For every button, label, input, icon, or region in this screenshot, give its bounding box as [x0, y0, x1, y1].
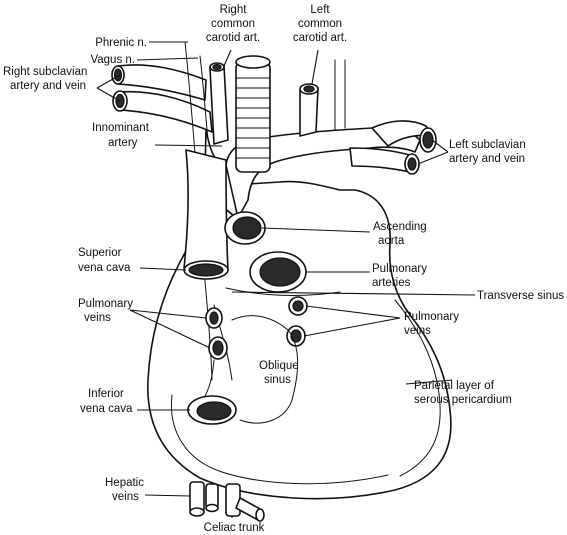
- superior-vena-cava-lumen: [188, 263, 224, 277]
- pulmonary-vein-right-upper-lumen: [292, 300, 304, 312]
- label-right-carotid-3: carotid art.: [206, 32, 260, 44]
- pericardium-right-fold: [394, 299, 441, 477]
- pulmonary-vein-left-lower-lumen: [212, 340, 224, 356]
- left-common-carotid-vessel: [299, 87, 319, 137]
- label-vagus: Vagus n.: [90, 54, 135, 66]
- label-pulm-veins-right-1: Pulmonary: [404, 311, 459, 323]
- leader-pulm-veins-right: [303, 305, 401, 337]
- pulmonary-vein-left-upper-lumen: [209, 311, 219, 325]
- label-ascending-aorta-2: aorta: [378, 235, 405, 247]
- leader-left-carotid: [311, 49, 319, 85]
- label-innominant-2: artery: [108, 137, 138, 149]
- leader-svc: [139, 267, 187, 271]
- label-left-carotid-1: Left: [310, 4, 330, 16]
- label-pulmonary-arteries-2: arteries: [372, 277, 411, 289]
- label-svc-1: Superior: [78, 247, 122, 259]
- label-oblique-sinus-1: Oblique: [259, 360, 299, 372]
- leader-left-subclavian: [417, 139, 449, 165]
- right-common-carotid-lumen: [212, 63, 222, 71]
- leader-right-carotid: [223, 49, 232, 67]
- left-subclavian-vein: [349, 147, 413, 173]
- vagus-nerve: [199, 55, 209, 141]
- leader-pulm-veins-left: [129, 309, 211, 349]
- leader-ascending-aorta: [261, 227, 371, 233]
- label-oblique-sinus-2: sinus: [264, 374, 291, 386]
- ascending-aorta-lumen: [232, 216, 262, 240]
- hepatic-veins: [189, 481, 219, 517]
- trachea: [235, 55, 271, 173]
- label-right-carotid-2: common: [211, 18, 255, 30]
- label-left-carotid-3: carotid art.: [293, 32, 347, 44]
- aortic-arch: [224, 126, 421, 219]
- label-pulm-veins-left-1: Pulmonary: [78, 298, 133, 310]
- pulmonary-vein-right-lower-lumen: [290, 329, 302, 343]
- label-right-carotid-1: Right: [220, 4, 248, 16]
- label-left-subclavian-2: artery and vein: [449, 153, 525, 165]
- label-ivc-2: vena cava: [80, 403, 133, 415]
- label-celiac-trunk: Celiac trunk: [204, 522, 265, 534]
- right-subclavian-artery-lumen: [113, 68, 123, 82]
- label-hepatic-2: veins: [112, 491, 139, 503]
- leader-right-subclavian: [96, 74, 121, 102]
- inner-fold: [170, 394, 389, 485]
- right-subclavian-artery: [117, 64, 207, 101]
- label-phrenic: Phrenic n.: [95, 37, 147, 49]
- label-innominant-1: Innominant: [92, 122, 150, 134]
- inferior-vena-cava-lumen: [196, 401, 232, 421]
- label-right-subclavian-2: artery and vein: [10, 80, 86, 92]
- right-subclavian-vein: [119, 90, 213, 133]
- label-ascending-aorta-1: Ascending: [373, 221, 427, 233]
- left-subclavian-artery-lumen: [422, 131, 434, 149]
- label-svc-2: vena cava: [78, 262, 131, 274]
- pulmonary-trunk-lumen: [259, 257, 301, 287]
- leader-hepatic: [144, 494, 191, 497]
- left-vagus-strands: [334, 59, 346, 131]
- label-ivc-1: Inferior: [88, 388, 124, 400]
- label-left-subclavian-1: Left subclavian: [449, 139, 526, 151]
- label-transverse-sinus: Transverse sinus: [477, 290, 564, 302]
- celiac-trunk-vessel: [225, 483, 265, 522]
- oblique-sinus-border: [231, 315, 299, 424]
- leader-parietal: [405, 379, 453, 385]
- leader-vagus: [136, 57, 199, 61]
- label-pulm-veins-left-2: veins: [84, 312, 111, 324]
- leader-innominant: [154, 144, 223, 147]
- label-left-carotid-2: common: [298, 18, 342, 30]
- label-pulmonary-arteries-1: Pulmonary: [372, 263, 427, 275]
- leader-transverse-sinus: [231, 291, 476, 296]
- left-subclavian-vein-lumen: [407, 157, 417, 171]
- leader-lines: [96, 41, 476, 518]
- label-parietal-1: Parietal layer of: [414, 380, 495, 392]
- label-right-subclavian-1: Right subclavian: [3, 66, 87, 78]
- left-common-carotid-lumen: [303, 85, 315, 93]
- label-parietal-2: serous pericardium: [414, 394, 512, 406]
- label-pulm-veins-right-2: veins: [404, 325, 431, 337]
- superior-vena-cava-vessel: [183, 149, 229, 271]
- label-hepatic-1: Hepatic: [105, 477, 144, 489]
